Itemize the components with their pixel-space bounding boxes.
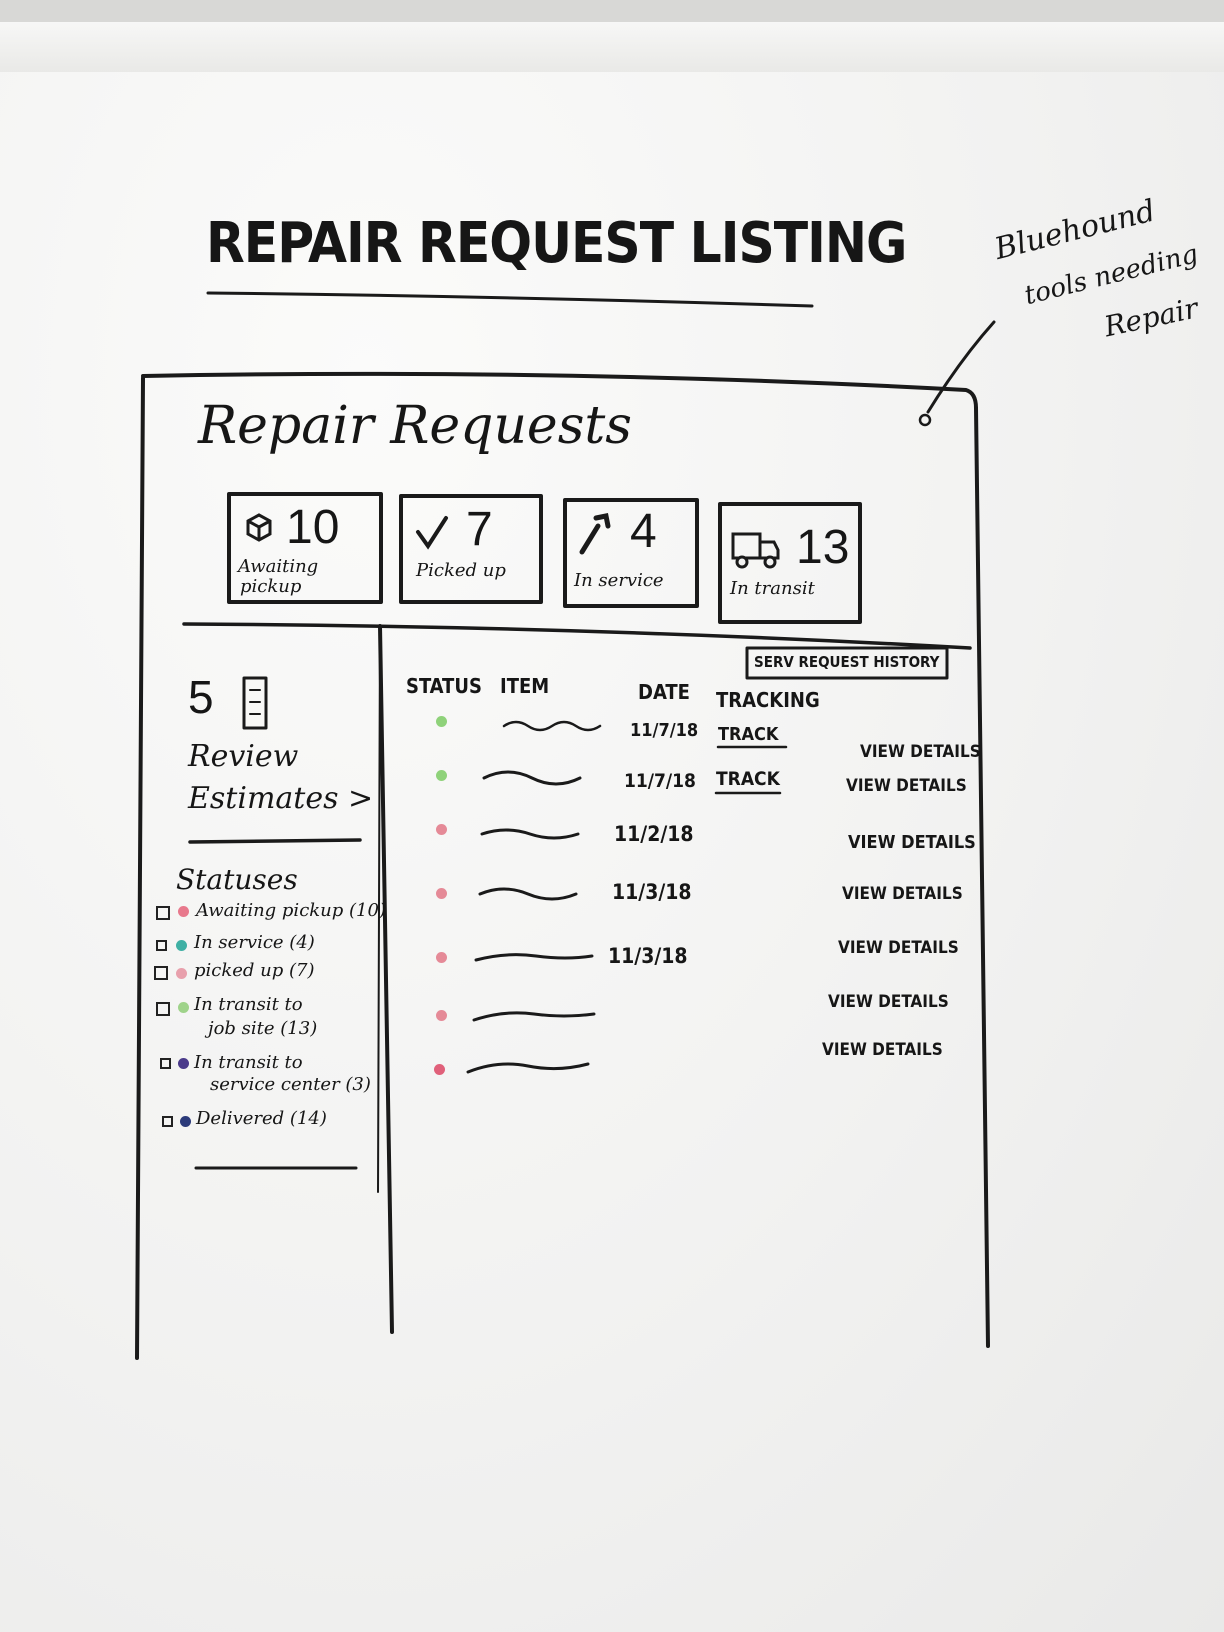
row-date: 11/7/18 [630,720,699,741]
track-link[interactable]: TRACK [718,724,779,745]
header-item: ITEM [500,674,550,698]
status-label: In transit to [194,1052,303,1073]
status-dot [180,1116,191,1127]
status-label: In transit to [194,994,303,1015]
status-dot [436,952,447,963]
row-date: 11/2/18 [614,822,694,846]
status-dot [436,716,447,727]
stat-label: Awaiting [238,556,319,577]
header-status: STATUS [406,674,482,698]
status-dot [178,906,189,917]
status-label: Awaiting pickup (10) [196,900,386,921]
whiteboard [0,72,1224,1632]
truck-icon [731,532,780,569]
header-tracking: TRACKING [716,688,820,712]
view-details-link[interactable]: VIEW DETAILS [828,992,949,1012]
checkmark-icon [416,516,448,550]
box-icon [246,513,272,542]
status-dot [434,1064,445,1075]
view-details-link[interactable]: VIEW DETAILS [822,1040,943,1060]
status-dot [178,1002,189,1013]
checkbox[interactable] [154,966,168,980]
view-details-link[interactable]: VIEW DETAILS [838,938,959,958]
receipt-icon [240,672,270,732]
view-details-link[interactable]: VIEW DETAILS [860,742,981,762]
status-dot [436,1010,447,1021]
row-date: 11/7/18 [624,770,696,792]
status-dot [176,968,187,979]
stat-value: 7 [466,503,493,556]
status-label: Delivered (14) [196,1108,327,1129]
status-label: In service (4) [194,932,315,953]
status-label: picked up (7) [194,960,315,981]
stat-label-2: pickup [240,576,302,597]
statuses-heading: Statuses [176,863,298,896]
checkbox[interactable] [162,1116,173,1127]
stat-value: 13 [796,521,850,574]
estimates-line-2: Estimates > [188,781,374,816]
header-date: DATE [638,680,690,704]
stat-value: 4 [630,505,657,558]
board-title: REPAIR REQUEST LISTING [206,211,907,276]
stat-label: Picked up [416,560,506,581]
status-dot [176,940,187,951]
row-date: 11/3/18 [608,944,688,968]
view-details-link[interactable]: VIEW DETAILS [846,776,967,796]
checkbox[interactable] [156,940,167,951]
status-label-2: service center (3) [210,1074,371,1095]
stat-label: In service [574,570,664,591]
page-heading: Repair Requests [198,396,632,456]
stat-value: 10 [286,501,340,554]
stat-label: In transit [730,578,815,599]
status-dot [178,1058,189,1069]
row-date: 11/3/18 [612,880,692,904]
estimates-line-1: Review [188,739,299,774]
checkbox[interactable] [156,1002,170,1016]
request-history-button[interactable]: SERV REQUEST HISTORY [754,653,940,671]
track-link[interactable]: TRACK [716,768,780,790]
status-dot [436,770,447,781]
status-dot [436,824,447,835]
checkbox[interactable] [160,1058,171,1069]
estimates-count: 5 [188,671,214,723]
status-label-2: job site (13) [208,1018,318,1039]
view-details-link[interactable]: VIEW DETAILS [848,832,976,853]
checkbox[interactable] [156,906,170,920]
wrench-icon [579,513,611,555]
status-dot [436,888,447,899]
view-details-link[interactable]: VIEW DETAILS [842,884,963,904]
